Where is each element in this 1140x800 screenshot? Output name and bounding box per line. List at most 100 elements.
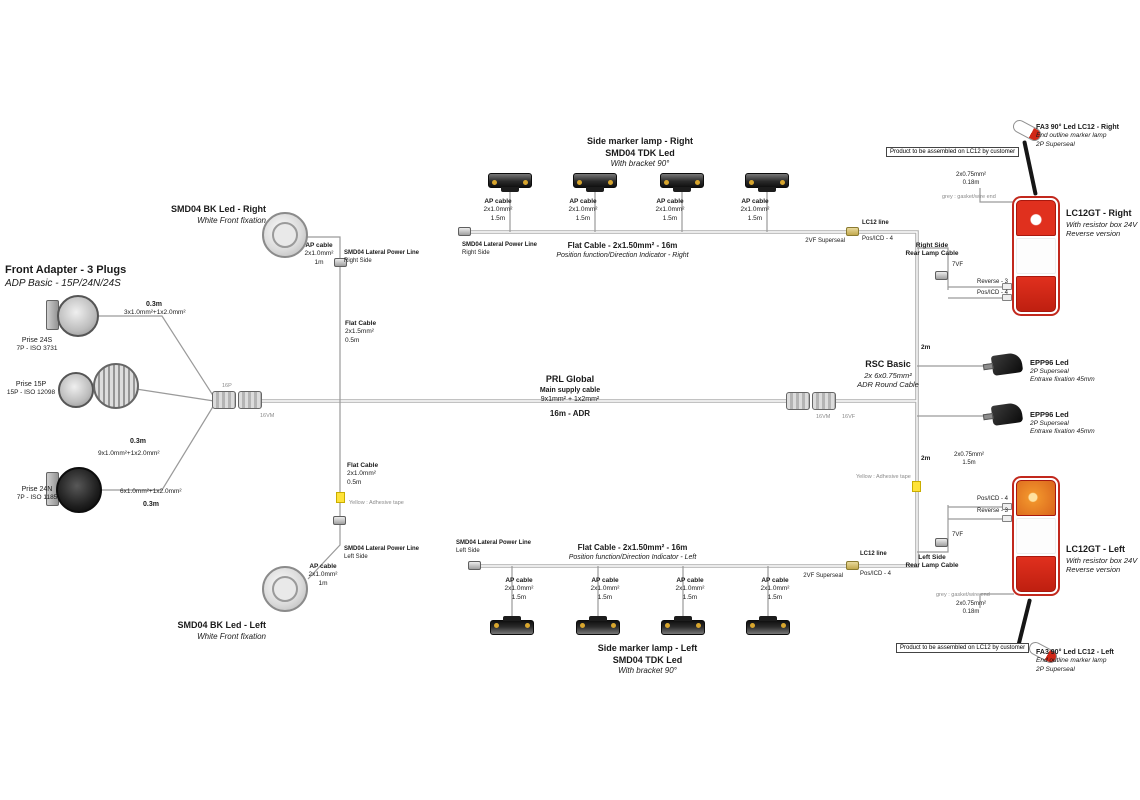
title: Flat Cable - 2x1.50mm² - 16m [577, 543, 688, 552]
lamp-bracket [589, 616, 607, 621]
side-marker-lamp [488, 173, 532, 192]
customer-note-box: Product to be assembled on LC12 by custo… [896, 643, 1030, 653]
side-marker-lamp [746, 616, 790, 635]
side-marker-lamp [576, 616, 620, 635]
lamp-bracket [501, 187, 519, 192]
line2: 2P Superseal [1030, 367, 1069, 375]
lamp-bracket [673, 187, 691, 192]
segment-spec: 9x1.0mm²+1x2.0mm² [98, 450, 160, 457]
lamp-bracket [674, 616, 692, 621]
led-dot [611, 623, 616, 628]
adp-connector-female [238, 391, 262, 409]
cable-spec: 2x1.0mm² [304, 250, 334, 258]
led-dot [577, 180, 582, 185]
rear-lamp-right-label: LC12GT - Right With resistor box 24V Rev… [1066, 208, 1137, 239]
prl-length: 16m - ADR [549, 409, 591, 418]
subtitle: Position function/Direction Indicator - … [568, 554, 697, 562]
tape-note: Yellow : Adhesive tape [349, 500, 404, 506]
cable-name: AP cable [656, 198, 684, 205]
cable-spec: 2x1.0mm² [308, 571, 338, 579]
stub-note: grey : gasket/wire end [936, 592, 990, 598]
plug-name: Prise 15P [15, 381, 47, 388]
name: LC12 line [860, 551, 887, 557]
cable-spec: 2x1.0mm² [568, 206, 598, 214]
rear-lamp-mid-section [1016, 518, 1056, 554]
line2: With resistor box 24V [1066, 219, 1138, 229]
superseal-label: 2VF Superseal [805, 238, 845, 244]
title: Side marker lamp - Right [586, 136, 694, 146]
side-marker-lamp [573, 173, 617, 192]
lc12-line-label: LC12 line [862, 220, 889, 228]
cable-length: 0.5m [345, 336, 360, 344]
led-dot [749, 180, 754, 185]
lc12-line-pin: Pos/ICD - 4 [862, 236, 894, 242]
lateral-connector-left [333, 516, 346, 525]
rear-lamp-top-section [1016, 200, 1056, 236]
spec: 2x0.75mm² [955, 172, 986, 178]
plug-15p [58, 372, 94, 408]
connector-7vf-label: 7VF [952, 262, 964, 268]
title: RSC Basic [865, 359, 911, 369]
name: SMD04 Lateral Power Line [344, 250, 420, 256]
bus-end-label: SMD04 Lateral Power Line Right Side [462, 242, 537, 258]
side-marker-lamp [745, 173, 789, 192]
side-marker-left-title: Side marker lamp - Left SMD04 TDK Led Wi… [560, 643, 735, 677]
title: Flat Cable - 2x1.50mm² - 16m [567, 241, 678, 250]
superseal-label: 2VF Superseal [803, 573, 843, 579]
stub-cable-label: 2x0.75mm² 0.18m [948, 172, 994, 188]
line2: End outline marker lamp [1036, 657, 1107, 665]
line3: Reverse version [1066, 565, 1121, 575]
title: FA3 90° Led LC12 - Left [1036, 649, 1114, 656]
ap-cable-label: AP cable 2x1.0mm² 1.5m [665, 577, 715, 602]
line1: Left Side [918, 554, 946, 561]
line3: 2P Superseal [1036, 665, 1075, 673]
cable-length: 1.5m [682, 593, 698, 601]
name: SMD04 Lateral Power Line [462, 242, 538, 248]
length-2m: 2m [921, 344, 931, 351]
title: PRL Global [545, 374, 595, 384]
rsc-connector-male [786, 392, 810, 410]
epp96-connector [982, 362, 994, 371]
led-dot [696, 623, 701, 628]
plug-15p-label: Prise 15P 15P - ISO 12098 [2, 380, 60, 398]
bracket-note: With bracket 90° [610, 159, 670, 169]
plug-pins: 15P - ISO 12098 [6, 389, 56, 397]
line2: 2P Superseal [1030, 419, 1069, 427]
connector-7vf-left [935, 538, 948, 547]
plug-pins: 7P - ISO 1185 [16, 494, 58, 502]
side-marker-right-title: Side marker lamp - Right SMD04 TDK Led W… [555, 136, 725, 170]
led-dot [695, 180, 700, 185]
rear-lamp-left-label: LC12GT - Left With resistor box 24V Reve… [1066, 544, 1137, 575]
segment-length: 0.3m [143, 501, 159, 508]
side: Right Side [344, 257, 372, 264]
cable-spec: 2x1.0mm² [590, 585, 620, 593]
ap-cable-label: AP cable 2x1.0mm² 1.5m [580, 577, 630, 602]
superseal-connector-top [846, 227, 859, 236]
cable-name: AP cable [591, 577, 619, 584]
stub-note: grey : gasket/wire end [942, 194, 996, 200]
ap-cable-label: AP cable 2x1.0mm² 1m [300, 563, 346, 588]
model: SMD04 TDK Led [612, 654, 683, 665]
rear-cable-right-label: Right Side Rear Lamp Cable [903, 242, 961, 259]
rear-lamp-lc12gt-right [1012, 196, 1060, 316]
connector-code: 16VF [842, 414, 856, 420]
adhesive-tape-marker [912, 481, 921, 492]
title: FA3 90° Led LC12 - Right [1036, 124, 1119, 131]
spec: 2x 6x0.75mm² [864, 370, 912, 380]
cable-name: AP cable [484, 198, 512, 205]
lamp-pin-plug [1002, 515, 1012, 522]
customer-note-box: Product to be assembled on LC12 by custo… [886, 147, 1020, 157]
segment-length: 0.3m [146, 301, 162, 308]
plug-name: Prise 24N [21, 486, 53, 493]
side: Left Side [344, 553, 368, 560]
line2: Rear Lamp Cable [905, 562, 959, 570]
line2: End outline marker lamp [1036, 132, 1107, 140]
length: 1.5m [962, 459, 976, 466]
length: 0.18m [962, 608, 980, 615]
title: Front Adapter - 3 Plugs [5, 264, 127, 276]
rear-lamp-bottom-section [1016, 556, 1056, 592]
lamp-lens [272, 222, 298, 248]
lateral-connector-right [334, 258, 347, 267]
lamp-bracket [586, 187, 604, 192]
